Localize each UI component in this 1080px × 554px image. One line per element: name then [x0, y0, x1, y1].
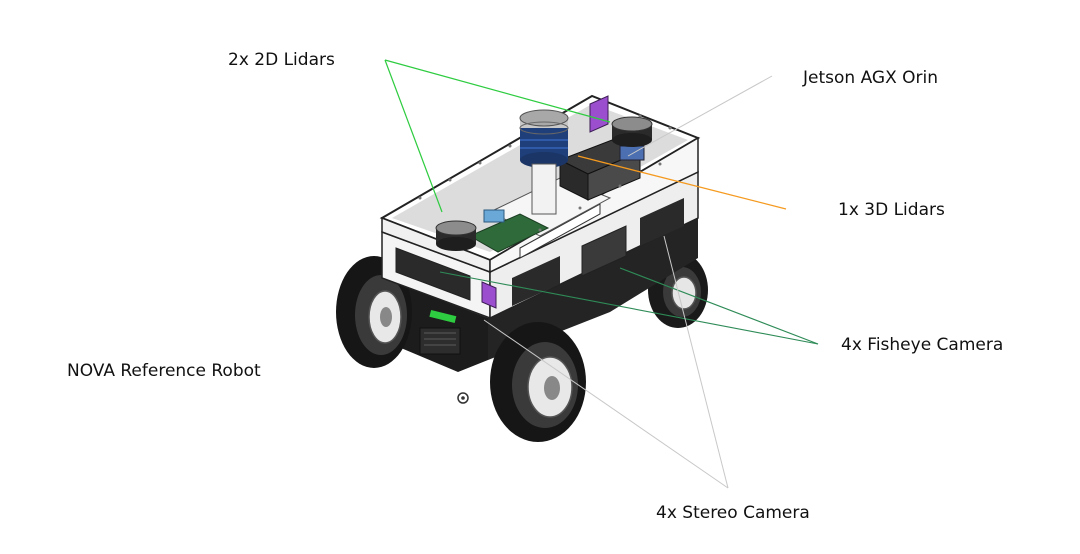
front-left-wheel	[336, 256, 412, 368]
front-right-wheel	[490, 322, 586, 442]
callout-stereo-2	[483, 319, 729, 489]
front-vent	[419, 327, 461, 355]
callout-3d-lidar	[577, 155, 787, 210]
status-led	[429, 309, 457, 324]
label-3d-lidars: 1x 3D Lidars	[838, 200, 945, 220]
cage-side-opening	[519, 203, 601, 259]
lidar-3d	[519, 109, 569, 215]
lidar-2d-rear	[611, 116, 653, 147]
front-opening	[395, 247, 471, 301]
rim-bolts	[418, 114, 672, 232]
side-window-1	[512, 256, 560, 306]
callout-fisheye-2	[439, 271, 819, 345]
callout-fisheye-1	[619, 267, 819, 345]
front-purple-module	[481, 281, 497, 309]
callout-2d-lidar-rear	[384, 59, 611, 123]
label-nova-reference-robot: NOVA Reference Robot	[67, 361, 261, 381]
callout-jetson	[627, 75, 773, 157]
side-window-2	[581, 225, 627, 277]
robot-illustration	[336, 94, 708, 442]
target-marker	[457, 392, 469, 404]
blue-connector	[483, 209, 505, 223]
side-window-3	[640, 198, 684, 246]
callout-2d-lidar-front	[384, 59, 443, 213]
label-2d-lidars: 2x 2D Lidars	[228, 50, 335, 70]
jetson-module	[558, 139, 645, 201]
label-fisheye-camera: 4x Fisheye Camera	[841, 335, 1004, 355]
callout-stereo-1	[663, 235, 729, 489]
lidar-2d-front	[435, 220, 477, 251]
label-jetson-agx-orin: Jetson AGX Orin	[803, 68, 938, 88]
label-stereo-camera: 4x Stereo Camera	[656, 503, 810, 523]
rear-purple-module	[589, 95, 609, 133]
callout-lines	[384, 59, 819, 489]
